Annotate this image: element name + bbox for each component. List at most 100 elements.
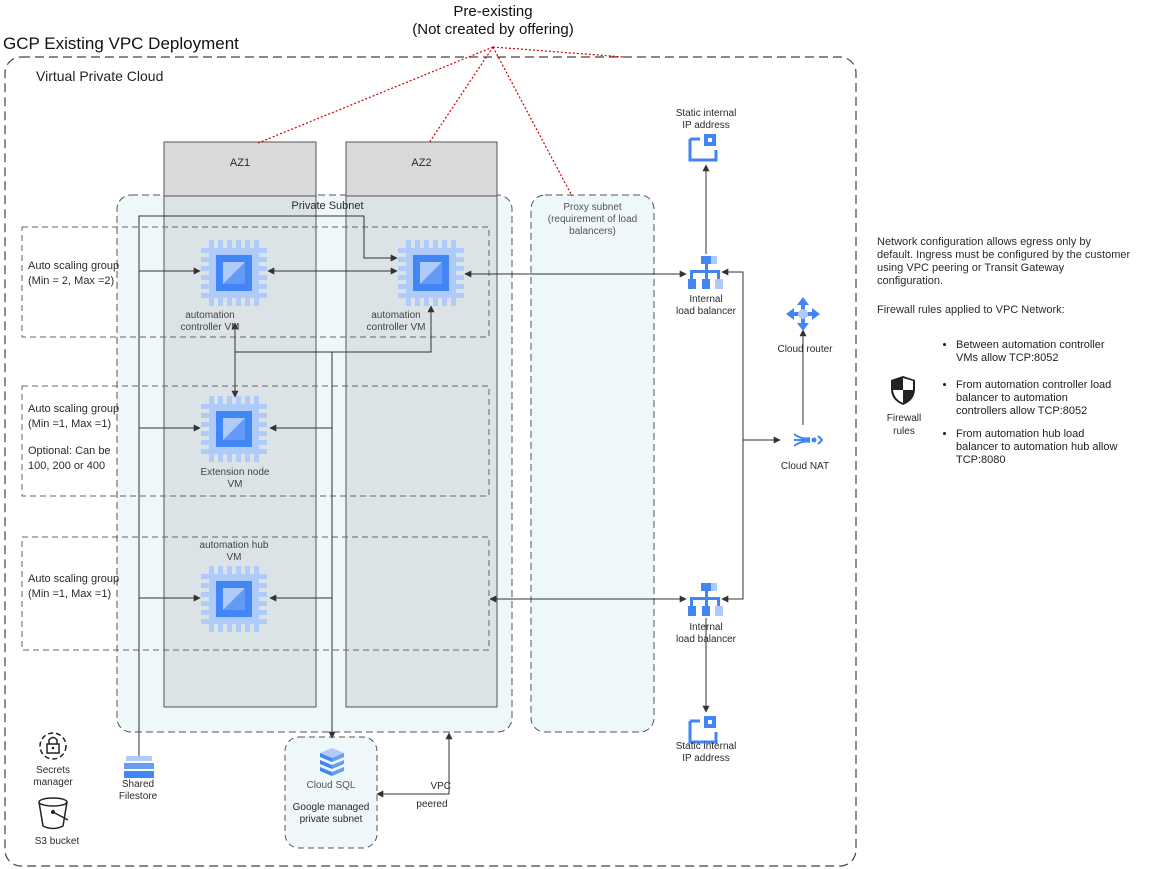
firewall-label-line-1: Firewall (886, 413, 922, 424)
static-ip-2-line-2: IP address (682, 753, 730, 764)
secrets-line-2: manager (33, 777, 73, 788)
firewall-rule-3-line-3: TCP:8080 (956, 454, 1006, 466)
firewall-rule-1-line-1: Between automation controller (956, 339, 1105, 351)
az1-header (163, 141, 317, 197)
firewall-rule-1: Between automation controller VMs allow … (956, 339, 1158, 365)
asg1-line-2: (Min = 2, Max =2) (28, 275, 115, 287)
vpc-peered-label: VPC peered (407, 781, 457, 811)
vpc-boundary (4, 56, 857, 867)
google-managed-line-1: Google managed (292, 802, 370, 813)
filestore-icon (124, 756, 154, 778)
lb-1-line-1: Internal (689, 294, 723, 305)
controller-vm-1-line-2: controller VM (180, 322, 240, 333)
asg3-label: Auto scaling group (Min =1, Max =1) (28, 573, 119, 601)
network-note: Network configuration allows egress only… (877, 236, 1157, 317)
firewall-rules-list: Between automation controller VMs allow … (938, 339, 1158, 477)
static-ip-icon (688, 716, 718, 744)
asg2-optional-1: Optional: Can be (28, 445, 111, 457)
firewall-shield-icon (891, 376, 915, 405)
hub-vm-line-1: automation hub (199, 540, 269, 551)
controller-vm-1-label: automation controller VM (160, 310, 260, 334)
secrets-line-1: Secrets (36, 765, 70, 776)
network-note-line-3: using VPC peering or Transit Gateway (877, 262, 1065, 274)
proxy-subnet-line-2: (requirement of load (547, 214, 638, 225)
cloud-sql-label: Cloud SQL (306, 780, 356, 791)
lb-2-line-1: Internal (689, 622, 723, 633)
az1-label: AZ1 (229, 157, 251, 169)
connectors (138, 164, 807, 798)
az2-label: AZ2 (411, 157, 432, 169)
firewall-rule-3-line-2: balancer to automation hub allow (956, 441, 1118, 453)
network-note-line-4: configuration. (877, 275, 944, 287)
asg3-line-1: Auto scaling group (28, 573, 120, 585)
s3-bucket-label: S3 bucket (34, 836, 80, 847)
diagram-title: GCP Existing VPC Deployment (3, 34, 239, 53)
static-ip-icon (688, 134, 718, 162)
firewall-heading: Firewall rules applied to VPC Network: (877, 304, 1065, 316)
static-ip-1-line-2: IP address (682, 120, 730, 131)
controller-vm-1-line-1: automation (185, 310, 235, 321)
load-balancer-icon (688, 256, 723, 289)
controller-vm-2-line-2: controller VM (366, 322, 426, 333)
lb-1-label: Internal load balancer (656, 294, 756, 318)
compute-vm-icon (201, 566, 267, 632)
asg2-line-2: (Min =1, Max =1) (28, 418, 112, 430)
firewall-rule-3: From automation hub load balancer to aut… (956, 428, 1158, 467)
firewall-label-line-2: rules (893, 426, 915, 437)
firewall-rule-2: From automation controller load balancer… (956, 379, 1158, 418)
lb-1-line-2: load balancer (675, 306, 737, 317)
controller-vm-2-label: automation controller VM (346, 310, 446, 334)
secrets-manager-label: Secrets manager (22, 765, 84, 789)
cloud-nat-icon (793, 433, 824, 447)
hub-vm-label: automation hub VM (184, 540, 284, 564)
compute-vm-icon (398, 240, 464, 306)
controller-vm-2-line-1: automation (371, 310, 421, 321)
asg1-box (21, 226, 490, 338)
az2-column (345, 141, 498, 708)
vpc-peered-line-1: VPC (430, 781, 451, 792)
firewall-rule-2-line-2: balancer to automation (956, 392, 1068, 404)
proxy-subnet-box (530, 194, 655, 733)
extension-vm-line-2: VM (227, 479, 243, 490)
vpc-label: Virtual Private Cloud (36, 68, 164, 84)
network-note-line-2: default. Ingress must be configured by t… (877, 249, 1131, 261)
asg3-box (21, 536, 490, 651)
firewall-rule-2-line-3: controllers allow TCP:8052 (956, 405, 1088, 417)
extension-vm-line-1: Extension node (200, 467, 270, 478)
az2-header (345, 141, 498, 197)
pre-existing-line-2: (Not created by offering) (412, 21, 574, 38)
pre-existing-lines (257, 46, 625, 197)
asg2-box (21, 385, 490, 497)
cloud-router-label: Cloud router (777, 344, 833, 355)
firewall-rule-3-line-1: From automation hub load (956, 428, 1085, 440)
cloud-router-icon (786, 297, 820, 331)
asg1-label: Auto scaling group (Min = 2, Max =2) (28, 260, 119, 288)
lb-2-line-2: load balancer (675, 634, 737, 645)
google-managed-label: Google managed private subnet (285, 802, 377, 826)
proxy-subnet-line-3: balancers) (569, 226, 616, 237)
cloud-nat-label: Cloud NAT (780, 461, 830, 472)
compute-vm-icon (201, 240, 267, 306)
private-subnet-label: Private Subnet (291, 200, 364, 212)
vpc-peered-line-2: peered (416, 799, 448, 810)
pre-existing-label: Pre-existing (Not created by offering) (393, 3, 593, 39)
filestore-label: Shared Filestore (107, 779, 169, 803)
filestore-line-1: Shared (121, 779, 155, 790)
hub-vm-line-2: VM (226, 552, 242, 563)
static-ip-1-line-1: Static internal (675, 108, 737, 119)
asg2-line-1: Auto scaling group (28, 403, 120, 415)
extension-vm-label: Extension node VM (185, 467, 285, 491)
filestore-line-2: Filestore (118, 791, 158, 802)
static-ip-2-line-1: Static internal (675, 741, 737, 752)
firewall-rules-label: Firewall rules (872, 412, 936, 438)
network-note-line-1: Network configuration allows egress only… (877, 236, 1091, 248)
compute-vm-icon (201, 396, 267, 462)
firewall-rule-1-line-2: VMs allow TCP:8052 (956, 352, 1059, 364)
load-balancer-icon (688, 583, 723, 616)
static-ip-2-label: Static internal IP address (656, 741, 756, 765)
secrets-manager-icon (39, 732, 67, 760)
asg2-optional-2: 100, 200 or 400 (28, 460, 106, 472)
proxy-subnet-line-1: Proxy subnet (563, 202, 622, 213)
s3-bucket-icon (38, 797, 69, 830)
